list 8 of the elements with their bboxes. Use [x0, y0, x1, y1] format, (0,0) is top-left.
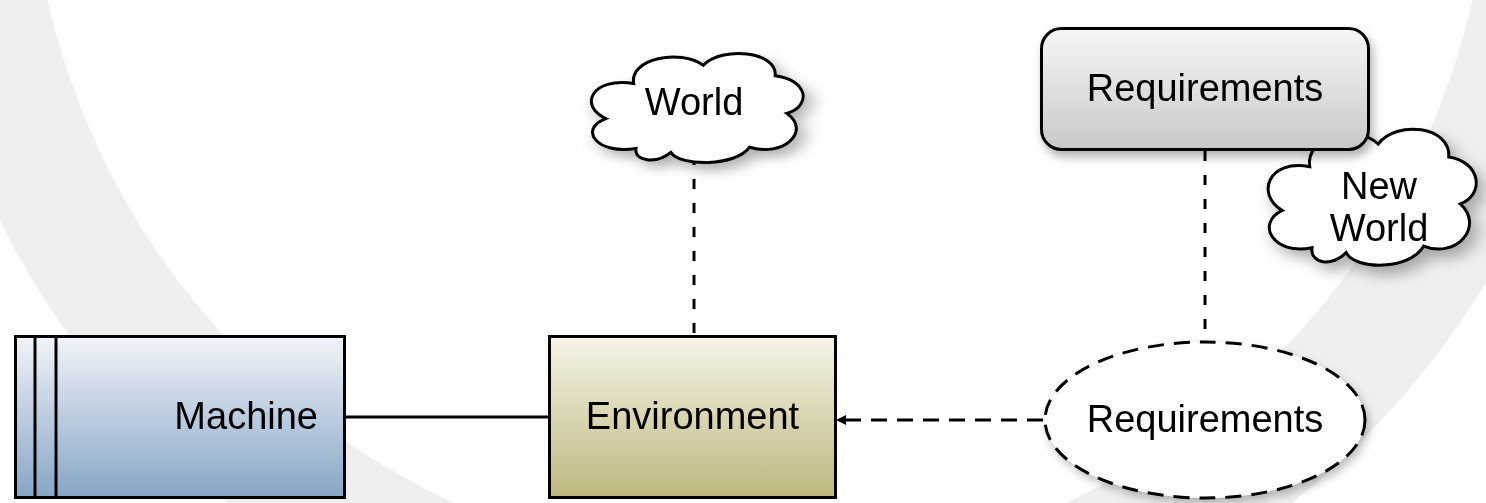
node-label: Requirements	[1086, 399, 1324, 441]
node-label: New World	[1328, 166, 1430, 250]
arrow	[836, 415, 1043, 425]
node-label: Machine	[174, 396, 318, 438]
node-label: World	[644, 82, 744, 124]
connector-line	[346, 415, 548, 419]
node-label: Requirements	[1086, 68, 1324, 110]
node-label: Environment	[585, 396, 800, 438]
